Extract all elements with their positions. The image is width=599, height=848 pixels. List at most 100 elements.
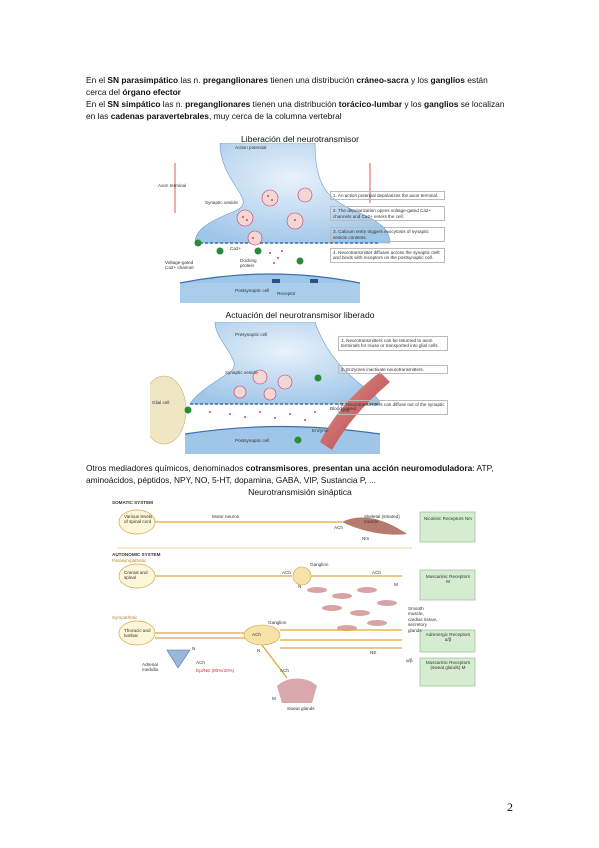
text-run: Otros mediadores químicos, denominados <box>86 463 246 473</box>
label-cranial: Cranial and spinal <box>124 570 148 581</box>
label-ganglion-para: Ganglion <box>310 562 329 567</box>
label-sweat-glands: Sweat glands <box>287 706 315 711</box>
text-run: , <box>308 463 313 473</box>
term-cotransmisores: cotransmisores <box>245 463 309 473</box>
step-number: 1 <box>341 338 344 343</box>
label-synaptic-vesicle-2: Synaptic vesicle <box>225 370 258 375</box>
term-cadenas-paravertebrales: cadenas paravertebrales <box>110 111 209 121</box>
term-ganglios: ganglios <box>423 99 459 109</box>
label-epi-ne: Epi/NE (80%/20%) <box>196 668 235 673</box>
text-run: En el <box>86 75 108 85</box>
step-text: Enzymes inactivate neurotransmitters. <box>346 366 424 372</box>
label-ach-para-pre: ACh <box>282 570 291 575</box>
label-sympathetic: Sympathetic <box>112 615 138 620</box>
label-skeletal: Skeletal (striated) muscle <box>364 514 400 525</box>
caption-neurotransmision: Neurotransmisión sináptica <box>248 487 352 497</box>
label-synaptic-vesicle: Synaptic vesicle <box>205 200 238 205</box>
text-run: las n. <box>160 99 186 109</box>
label-m-sweat: M <box>272 696 276 701</box>
step-text: Neurotransmitters can diffuse out of the… <box>341 402 445 413</box>
label-ach-para-post: ACh <box>372 570 381 575</box>
label-ca: Ca2+ <box>230 246 242 251</box>
text-run: y los <box>408 75 431 85</box>
term-organo-efector: órgano efector <box>122 87 181 97</box>
term-sn-parasimpatico: SN parasimpático <box>107 75 179 85</box>
text-run: se localizan <box>458 99 505 109</box>
label-ach-symp-pre: ACh <box>252 632 261 637</box>
step-1: 1. Neurotransmitters can be returned to … <box>338 336 448 351</box>
label-adrenal: Adrenal medulla <box>142 662 159 673</box>
step-text: Calcium entry triggers exocytosis of syn… <box>333 229 429 240</box>
figure-neurotransmitter-release: Action potential Axon terminal Synaptic … <box>150 143 450 303</box>
label-blood-vessel: Blood vessel <box>330 406 357 411</box>
term-toracico-lumbar: torácico-lumbar <box>338 99 403 109</box>
text-run: y los <box>402 99 424 109</box>
steps-panel: 1. An action potential depolarizes the a… <box>330 191 445 263</box>
term-craneo-sacra: cráneo-sacra <box>356 75 409 85</box>
label-nm: Nm <box>362 536 370 541</box>
label-muscarinic-sweat: Muscarinic Receptors (sweat glands) M <box>425 660 471 671</box>
figure-synaptic-transmission: SOMATIC SYSTEM Various levels of spinal … <box>112 498 480 720</box>
text-run: aminoácidos, péptidos, NPY, NO, 5-HT, do… <box>86 475 377 485</box>
step-number: 4 <box>333 250 336 256</box>
label-ab-symp: α/β <box>406 658 413 663</box>
step-2: 2. The depolarization opens voltage-gate… <box>330 206 445 222</box>
step-text: Neurotransmitters can be returned to axo… <box>341 338 439 349</box>
label-postsynaptic: Postsynaptic cell <box>235 288 270 293</box>
label-ach-somatic: ACh <box>334 525 343 530</box>
step-4: 4. Neurotransmitter diffuses across the … <box>330 248 445 263</box>
label-action-potential: Action potential <box>235 145 267 150</box>
label-glial: Glial cell <box>152 400 170 405</box>
step-3: 3. Neurotransmitters can diffuse out of … <box>338 400 448 416</box>
steps-panel-2: 1. Neurotransmitters can be returned to … <box>338 336 448 416</box>
action-diagram <box>150 322 390 454</box>
label-docking-protein: Docking protein <box>240 258 257 269</box>
step-number: 2 <box>333 208 336 214</box>
label-postsynaptic-2: Postsynaptic cell <box>235 438 270 443</box>
label-n-para: N <box>298 584 302 589</box>
label-n-symp: N <box>257 648 261 653</box>
label-somatic-system: SOMATIC SYSTEM <box>112 500 154 505</box>
step-text: An action potential depolarizes the axon… <box>337 193 439 198</box>
label-autonomic-system: AUTONOMIC SYSTEM <box>112 552 161 557</box>
label-n-adrenal: N <box>192 646 196 651</box>
label-ach-adrenal: ACh <box>196 660 205 665</box>
step-3: 3. Calcium entry triggers exocytosis of … <box>330 227 445 243</box>
label-receptor: Receptor <box>277 291 296 296</box>
label-adrenergic: Adrenergic Receptors α/β <box>425 632 471 643</box>
text-run: tienen una distribución <box>250 99 339 109</box>
text-run: tienen una distribución <box>268 75 357 85</box>
caption-liberacion: Liberación del neurotransmisor <box>241 134 359 144</box>
label-axon-terminal: Axon terminal <box>158 183 187 188</box>
paragraph-cotransmisores: Otros mediadores químicos, denominados c… <box>86 462 526 486</box>
paragraph-parasympathetic: En el SN parasimpático las n. preganglio… <box>86 74 516 122</box>
label-ganglion-symp: Ganglion <box>268 620 287 625</box>
step-text: The depolarization opens voltage-gated C… <box>333 208 432 219</box>
text-run: : ATP, <box>472 463 494 473</box>
step-1: 1. An action potential depolarizes the a… <box>330 191 445 201</box>
label-spinal: Various levels of spinal cord <box>124 514 153 525</box>
text-run: las n. <box>178 75 203 85</box>
label-m-para: M <box>394 582 398 587</box>
term-preganglionares: preganglionares <box>185 99 251 109</box>
term-neuromoduladora: presentan una acción neuromoduladora <box>312 463 473 473</box>
text-run: cerca del <box>86 87 123 97</box>
label-thoracic: Thoracic and lumbar <box>124 628 151 639</box>
text-run: en las <box>86 111 111 121</box>
figure-neurotransmitter-action: Presynaptic cell Synaptic vesicle Glial … <box>150 322 450 454</box>
term-preganglionares: preganglionares <box>202 75 268 85</box>
term-sn-simpatico: SN simpático <box>107 99 161 109</box>
step-text: Neurotransmitter diffuses across the syn… <box>333 250 440 261</box>
release-diagram <box>174 143 391 303</box>
step-2: 2. Enzymes inactivate neurotransmitters. <box>338 364 448 375</box>
label-parasympathetic: Parasympathetic <box>112 558 147 563</box>
step-number: 2 <box>341 366 344 372</box>
label-ne-symp: NE <box>370 650 377 655</box>
label-presynaptic: Presynaptic cell <box>235 332 268 337</box>
text-run: , muy cerca de la columna vertebral <box>208 111 342 121</box>
caption-actuacion: Actuación del neurotransmisor liberado <box>225 310 375 320</box>
text-run: En el <box>86 99 108 109</box>
label-nicotinic: Nicotinic Receptors Nm <box>424 516 472 521</box>
label-motor-neuron: Motor neuron <box>212 514 240 519</box>
label-ach-sweat: ACh <box>280 668 289 673</box>
